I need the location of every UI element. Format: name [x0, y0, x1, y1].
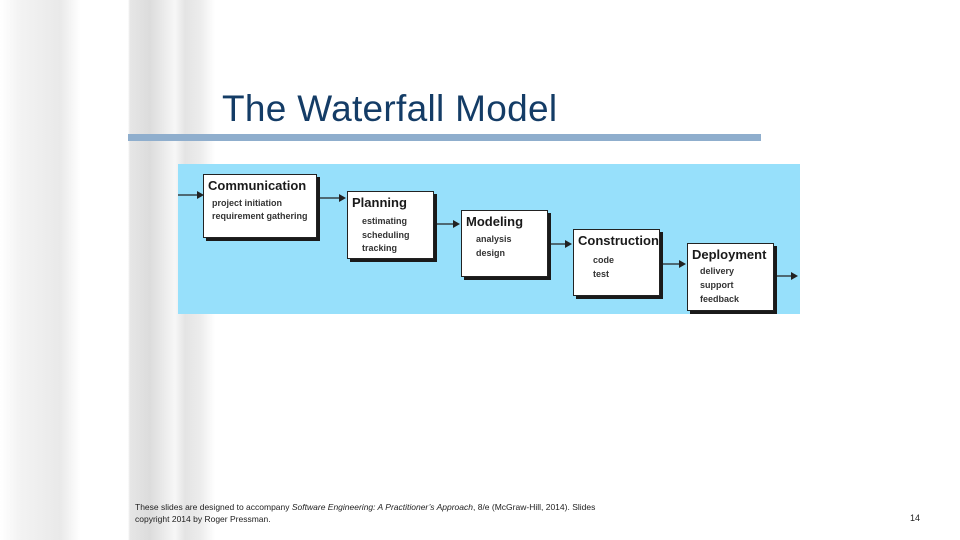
footer-credit: These slides are designed to accompany S…	[135, 501, 595, 525]
stage-modeling: Modeling analysis design	[461, 210, 548, 277]
arrow-modeling-construction-head	[565, 240, 572, 248]
stage-planning-activity-3: tracking	[362, 243, 398, 253]
footer-prefix: These slides are designed to accompany	[135, 502, 292, 512]
footer-suffix: , 8/e (McGraw-Hill, 2014). Slides	[473, 502, 596, 512]
stage-planning-title: Planning	[352, 195, 407, 210]
stage-deployment-activity-2: support	[700, 280, 734, 290]
arrow-planning-modeling-head	[453, 220, 460, 228]
stage-communication: Communication project initiation require…	[203, 174, 317, 238]
waterfall-diagram: Communication project initiation require…	[178, 164, 800, 314]
footer-line-1: These slides are designed to accompany S…	[135, 501, 595, 513]
stage-deployment-activity-3: feedback	[700, 294, 740, 304]
stage-communication-activity-1: project initiation	[212, 198, 283, 208]
arrow-communication-planning-head	[339, 194, 346, 202]
stage-modeling-title: Modeling	[466, 214, 524, 229]
footer-line-2: copyright 2014 by Roger Pressman.	[135, 514, 271, 524]
stage-planning-activity-2: scheduling	[362, 230, 410, 240]
slide-title: The Waterfall Model	[222, 88, 558, 129]
footer-book-title: Software Engineering: A Practitioner’s A…	[291, 502, 473, 512]
stage-communication-title: Communication	[208, 178, 307, 193]
stage-communication-activity-2: requirement gathering	[212, 211, 308, 221]
arrow-exit-head	[791, 272, 798, 280]
stage-deployment-activity-1: delivery	[700, 266, 735, 276]
stage-construction-activity-1: code	[593, 255, 615, 265]
title-underline	[128, 134, 761, 141]
stage-deployment-title: Deployment	[692, 247, 767, 262]
stage-deployment: Deployment delivery support feedback	[687, 243, 774, 311]
arrow-construction-deployment-head	[679, 260, 686, 268]
stage-modeling-activity-1: analysis	[476, 234, 512, 244]
stage-modeling-activity-2: design	[476, 248, 506, 258]
diagram-arrows	[178, 191, 798, 280]
stage-construction: Construction code test	[573, 229, 660, 296]
stage-planning: Planning estimating scheduling tracking	[347, 191, 434, 259]
stage-construction-title: Construction	[578, 233, 659, 248]
stage-planning-activity-1: estimating	[362, 216, 408, 226]
stage-construction-activity-2: test	[593, 269, 610, 279]
arrow-entry-head	[197, 191, 204, 199]
page-number: 14	[910, 513, 921, 523]
